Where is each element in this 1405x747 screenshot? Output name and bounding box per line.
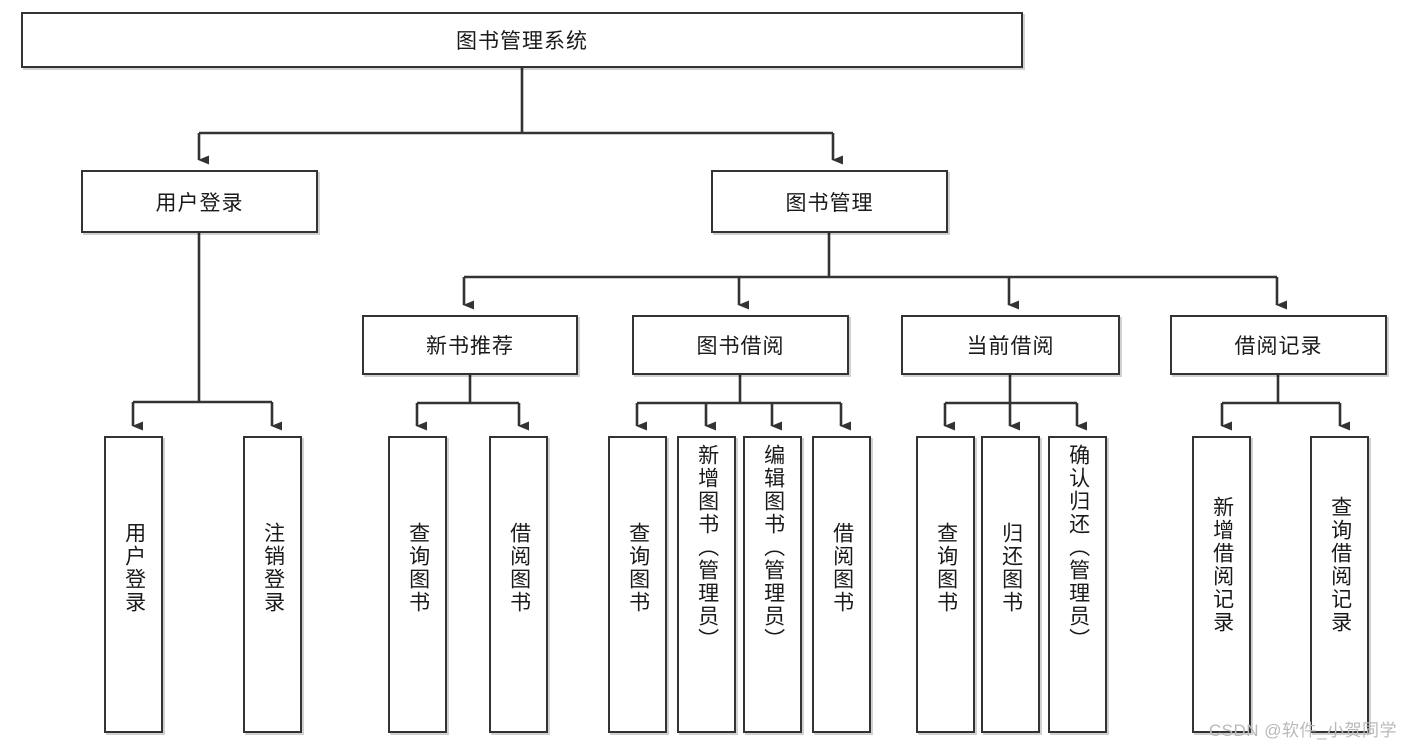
leaf-user-login-signin[interactable]: 用户登录 (104, 436, 163, 733)
node-label: 查询图书 (626, 522, 650, 614)
node-label: 新书推荐 (426, 335, 514, 358)
node-new-book-recommend[interactable]: 新书推荐 (362, 315, 578, 375)
node-label: 查询图书 (934, 522, 958, 614)
node-label: 图书管理系统 (456, 30, 588, 53)
node-label: 用户登录 (155, 191, 244, 215)
leaf-user-login-signout[interactable]: 注销登录 (243, 436, 302, 733)
leaf-current-borrow-return[interactable]: 归还图书 (981, 436, 1040, 733)
node-label: 当前借阅 (966, 335, 1055, 358)
node-book-management[interactable]: 图书管理 (711, 170, 948, 233)
node-label: 新增借阅记录 (1210, 496, 1234, 634)
leaf-book-borrow-lend[interactable]: 借阅图书 (812, 436, 871, 733)
node-current-borrow[interactable]: 当前借阅 (901, 315, 1120, 375)
node-label: 借阅图书 (507, 522, 531, 614)
node-label: 用户登录 (122, 522, 146, 614)
node-label: 确认归还（管理员） (1066, 444, 1090, 651)
node-user-login[interactable]: 用户登录 (81, 170, 318, 233)
leaf-book-borrow-edit[interactable]: 编辑图书（管理员） (743, 436, 802, 733)
node-borrow-records[interactable]: 借阅记录 (1170, 315, 1387, 375)
leaf-current-borrow-confirm-return[interactable]: 确认归还（管理员） (1048, 436, 1107, 733)
node-label: 图书管理 (785, 191, 874, 215)
node-label: 借阅记录 (1234, 335, 1323, 358)
node-root-book-management-system[interactable]: 图书管理系统 (21, 12, 1023, 68)
leaf-borrow-record-query[interactable]: 查询借阅记录 (1310, 436, 1369, 733)
leaf-new-book-borrow[interactable]: 借阅图书 (489, 436, 548, 733)
node-label: 查询图书 (406, 522, 430, 614)
node-label: 查询借阅记录 (1328, 496, 1352, 634)
leaf-current-borrow-query[interactable]: 查询图书 (916, 436, 975, 733)
node-label: 新增图书（管理员） (695, 444, 719, 651)
leaf-book-borrow-query[interactable]: 查询图书 (608, 436, 667, 733)
node-book-borrow[interactable]: 图书借阅 (632, 315, 849, 375)
node-label: 编辑图书（管理员） (761, 444, 785, 651)
node-label: 注销登录 (261, 522, 285, 614)
node-label: 借阅图书 (830, 522, 854, 614)
leaf-book-borrow-add[interactable]: 新增图书（管理员） (677, 436, 736, 733)
watermark-text: CSDN @软件_小贺同学 (1208, 721, 1397, 740)
leaf-borrow-record-add[interactable]: 新增借阅记录 (1192, 436, 1251, 733)
node-label: 图书借阅 (696, 335, 785, 358)
node-label: 归还图书 (999, 522, 1023, 614)
leaf-new-book-query[interactable]: 查询图书 (388, 436, 447, 733)
